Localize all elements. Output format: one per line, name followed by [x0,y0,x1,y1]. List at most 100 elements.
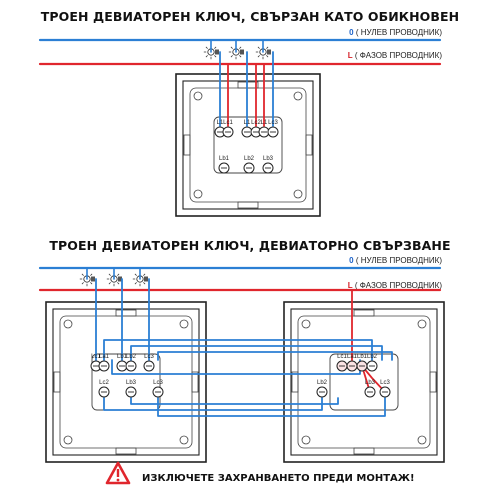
mount-tab [53,371,61,393]
terminal-label: Lc3 [144,354,154,360]
terminal-label: Lb2 [126,354,137,360]
lamp-ray [81,282,84,285]
terminal-label: Lc3 [380,380,390,386]
lamp-ray [266,55,269,58]
mount-tab [237,81,259,89]
terminal-label: Lb1 [219,156,230,162]
mount-tab [353,447,375,455]
bottom-neutral-symbol: 0 [349,256,354,265]
switch-inner-frame [52,308,200,456]
lamp-ray [205,55,208,58]
screw-hole [293,91,303,101]
mount-tab [115,309,137,317]
lamp-ray [205,46,208,49]
terminal-label: Lc3 [153,380,163,386]
screw-hole [301,435,311,445]
lamp-ray [81,273,84,276]
screw-hole [193,91,203,101]
lamp-ray [266,46,269,49]
supply-lines [38,38,442,292]
lamp-ray [134,282,137,285]
switch-inner-frame [182,80,314,210]
lamp-ray [239,46,242,49]
lamp-base [91,276,95,282]
terminal-label: Lb3 [365,380,376,386]
lamp-ray [257,46,260,49]
lamp-base [118,276,122,282]
lamp-ray [230,46,233,49]
switch-frame [283,301,445,463]
lamp-ray [257,55,260,58]
traveller-wire [157,351,393,361]
wires [86,39,393,417]
mount-tab [305,134,313,156]
lamp-ray [117,273,120,276]
top-phase-text: ( ФАЗОВ ПРОВОДНИК) [354,51,442,60]
top-diagram-title: ТРОЕН ДЕВИАТОРЕН КЛЮЧ, СВЪРЗАН КАТО ОБИК… [40,9,460,24]
screw-hole [179,319,189,329]
bottom-neutral-label: 0 ( НУЛЕВ ПРОВОДНИК) [349,256,442,265]
mount-tab [237,201,259,209]
mount-tab [183,134,191,156]
lamp-ray [134,273,137,276]
screw-hole [417,435,427,445]
terminal-label: L1 [244,120,251,126]
screw-hole [417,319,427,329]
switch-inner-frame [290,308,438,456]
bottom-diagram-title: ТРОЕН ДЕВИАТОРЕН КЛЮЧ, ДЕВИАТОРНО СВЪРЗВ… [49,238,451,253]
lamp-ray [108,282,111,285]
traveller-wire [157,397,386,417]
lamp-base [267,49,271,55]
screw-hole [179,435,189,445]
terminal-label: Lb2 [367,354,378,360]
terminal-label: Lc1 [337,354,347,360]
terminal-label: La1 [99,354,110,360]
terminal-label: L1 [261,120,268,126]
switch-frames [45,73,445,463]
mount-tab [429,371,437,393]
lamp-ray [90,273,93,276]
traveller-wire [130,397,339,405]
terminal-label: Lb1 [357,354,368,360]
top-phase-symbol: L [347,51,353,60]
screw-hole [301,319,311,329]
bottom-phase-text: ( ФАЗОВ ПРОВОДНИК) [354,281,442,290]
traveller-wire [103,339,373,361]
mount-tab [291,371,299,393]
top-neutral-text: ( НУЛЕВ ПРОВОДНИК) [355,28,442,37]
lamp-ray [108,273,111,276]
terminal-label: Lc3 [268,120,278,126]
terminal-label: Lc2 [251,120,261,126]
lamp-ray [214,46,217,49]
bottom-phase-label: L ( ФАЗОВ ПРОВОДНИК) [348,281,442,290]
screw-hole [193,189,203,199]
terminal-label: Lb3 [263,156,274,162]
terminal-label: Lc1 [223,120,233,126]
bottom-phase-symbol: L [347,281,353,290]
lamp-base [240,49,244,55]
mount-tab [191,371,199,393]
switch-frame [45,301,207,463]
lamp-base [144,276,148,282]
terminal-label: Lb1 [117,354,128,360]
lamp-ray [214,55,217,58]
top-phase-label: L ( ФАЗОВ ПРОВОДНИК) [348,51,442,60]
terminal-label: Lb3 [126,380,137,386]
screw-hole [293,189,303,199]
lamp-ray [239,55,242,58]
terminal-label: Lc2 [99,380,109,386]
lamp-ray [90,282,93,285]
terminal-label: L1 [217,120,224,126]
lamp-ray [143,273,146,276]
lamp-ray [230,55,233,58]
screw-hole [63,435,73,445]
terminal-label: Lb2 [317,380,328,386]
switch-frame [175,73,321,217]
warning-text: ИЗКЛЮЧЕТЕ ЗАХРАНВАНЕТО ПРЕДИ МОНТАЖ! [142,473,415,484]
terminal-block [329,353,399,411]
lamp-base [215,49,219,55]
mount-tab [115,447,137,455]
lamp-ray [117,282,120,285]
